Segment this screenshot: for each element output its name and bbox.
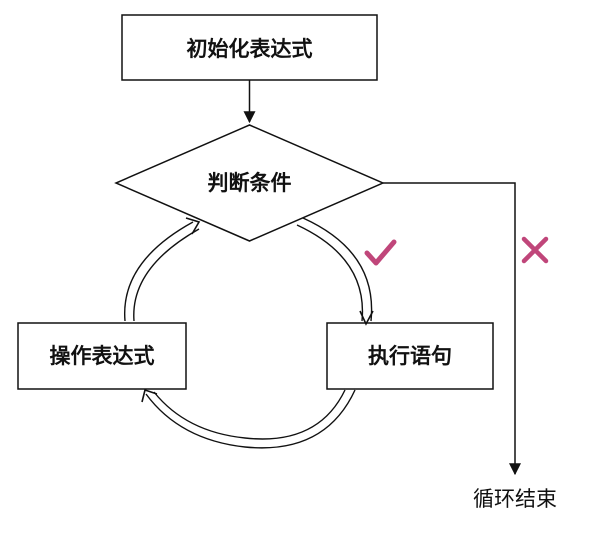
arc-condition-to-statement [296, 217, 374, 326]
init-box: 初始化表达式 [121, 14, 378, 81]
statement-label: 执行语句 [368, 344, 452, 368]
arc-update-to-condition [124, 217, 201, 322]
check-icon [364, 239, 397, 266]
condition-diamond: 判断条件 [114, 124, 385, 242]
update-label: 操作表达式 [50, 344, 155, 368]
init-label: 初始化表达式 [187, 37, 313, 61]
arrow-condition-to-end [383, 182, 521, 476]
condition-label: 判断条件 [208, 171, 292, 195]
arc-statement-to-update [141, 388, 356, 449]
update-box: 操作表达式 [17, 322, 187, 390]
cross-icon [521, 236, 549, 264]
statement-box: 执行语句 [326, 322, 494, 390]
end-label: 循环结束 [473, 487, 557, 511]
